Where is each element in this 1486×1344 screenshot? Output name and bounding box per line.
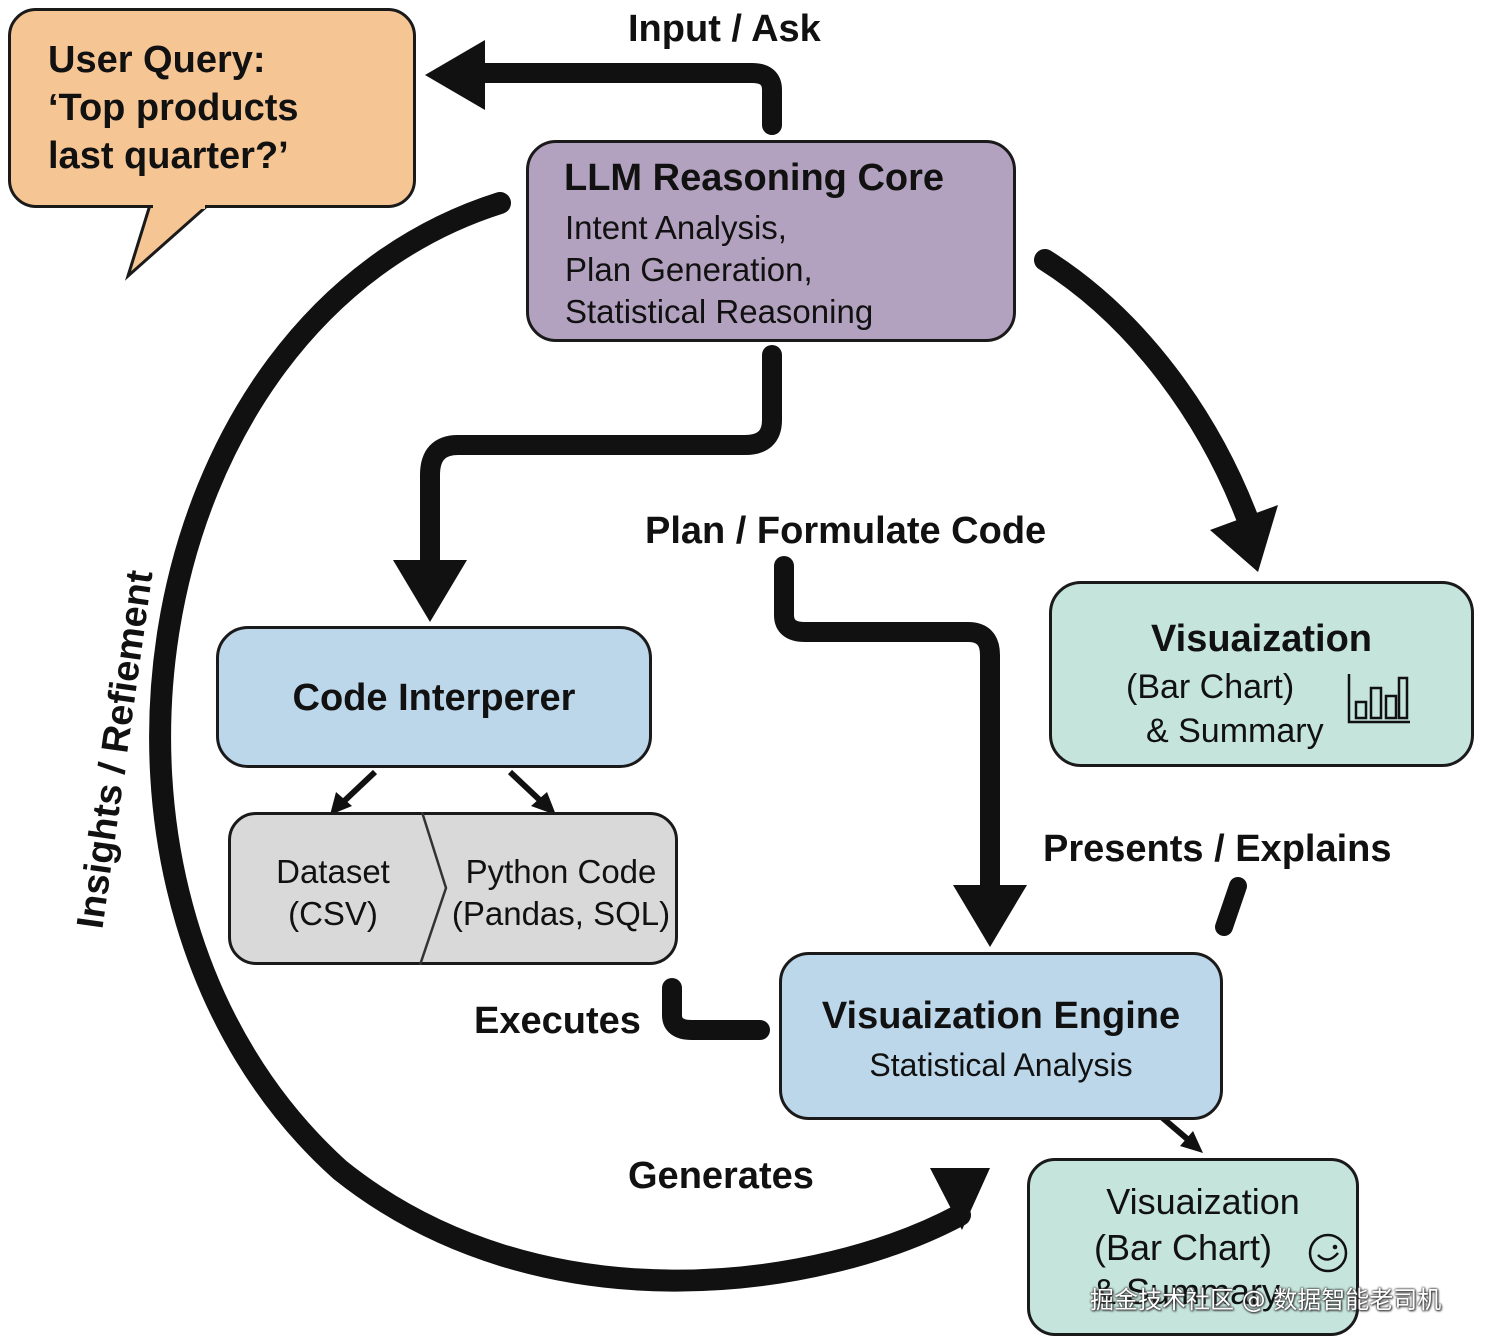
label-input-ask: Input / Ask — [628, 8, 821, 50]
viz-top-line2: & Summary — [1146, 712, 1324, 750]
visualization-engine-box: Visuaization Engine Statistical Analysis — [779, 952, 1223, 1120]
visualization-top-box: Visuaization (Bar Chart) & Summary — [1049, 581, 1474, 767]
bar-chart-icon — [1347, 674, 1410, 724]
label-presents: Presents / Explains — [1043, 828, 1392, 870]
llm-core-line1: Intent Analysis, — [565, 209, 787, 246]
presents-dash — [1215, 877, 1247, 936]
user-query-line1: ‘Top products — [48, 87, 299, 129]
user-query-title: User Query: — [48, 39, 266, 81]
input-arrow-line — [470, 63, 782, 135]
label-executes: Executes — [474, 1000, 641, 1042]
viz-bottom-line2: & Summary — [1092, 1271, 1281, 1312]
label-plan: Plan / Formulate Code — [645, 510, 1047, 552]
visualization-bottom-box: Visuaization (Bar Chart) & Summary — [1027, 1158, 1359, 1336]
llm-core-line3: Statistical Reasoning — [565, 293, 874, 330]
user-query-bubble: User Query: ‘Top products last quarter?’ — [8, 8, 416, 208]
dataset-line1: Dataset — [276, 853, 390, 890]
speech-bubble-tail — [124, 203, 212, 281]
llm-core-title: LLM Reasoning Core — [564, 157, 945, 199]
llm-reasoning-core: LLM Reasoning Core Intent Analysis, Plan… — [526, 140, 1016, 342]
dataset-line2: (CSV) — [288, 895, 378, 932]
plan-line — [774, 556, 1000, 900]
code-interpreter-title: Code Interperer — [292, 677, 576, 719]
python-code-line1: Python Code — [465, 853, 657, 890]
bubble-tail-joint — [153, 201, 205, 209]
input-arrowhead — [425, 40, 485, 110]
llm-core-line2: Plan Generation, — [565, 251, 813, 288]
watermark: 掘金技术社区 @ 数据智能老司机 — [1090, 1286, 1442, 1314]
user-query-line2: last quarter?’ — [48, 135, 289, 177]
plan-arrowhead — [953, 885, 1027, 947]
llm-to-viz-arrowhead — [1210, 505, 1278, 572]
smiley-icon — [1308, 1233, 1348, 1273]
llm-to-code-arrowhead — [393, 560, 467, 622]
executes-line — [662, 978, 770, 1040]
llm-to-code-line — [420, 345, 782, 575]
chevron-divider — [418, 812, 448, 965]
generates-arrowhead — [930, 1168, 990, 1230]
dataset-python-box: Dataset (CSV) Python Code (Pandas, SQL) — [228, 812, 678, 965]
viz-bottom-line1: (Bar Chart) — [1094, 1227, 1273, 1268]
viz-top-title: Visuaization — [1150, 618, 1373, 660]
viz-engine-subtitle: Statistical Analysis — [869, 1047, 1133, 1083]
python-code-line2: (Pandas, SQL) — [451, 895, 671, 932]
viz-top-line1: (Bar Chart) — [1126, 668, 1295, 706]
code-interpreter-box: Code Interperer — [216, 626, 652, 768]
label-generates: Generates — [628, 1155, 814, 1197]
viz-engine-title: Visuaization Engine — [821, 995, 1181, 1037]
llm-to-viz-arc — [1034, 249, 1259, 531]
feedback-arc — [149, 192, 971, 1292]
viz-bottom-title: Visuaization — [1106, 1181, 1300, 1222]
